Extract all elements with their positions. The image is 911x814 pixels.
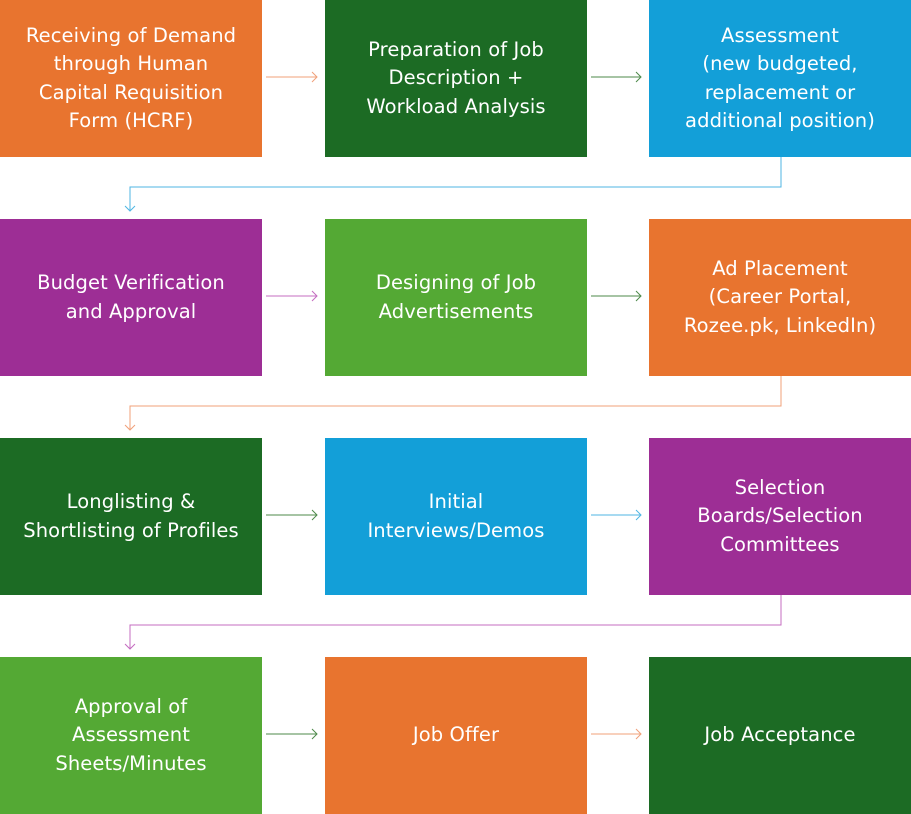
process-step-label: Ad Placement (Career Portal, Rozee.pk, L…	[683, 256, 877, 337]
process-step-6: Ad Placement (Career Portal, Rozee.pk, L…	[649, 219, 911, 376]
process-step-2: Preparation of Job Description + Workloa…	[325, 0, 587, 157]
process-step-label: Job Acceptance	[704, 723, 856, 747]
process-step-9: Selection Boards/Selection Committees	[649, 438, 911, 595]
flow-arrow-8	[591, 509, 642, 521]
process-step-label: Designing of Job Advertisements	[375, 271, 537, 323]
process-step-12: Job Acceptance	[649, 657, 911, 814]
flow-arrow-4	[266, 290, 318, 302]
flow-arrow-6	[124, 376, 782, 431]
process-step-label: Job Offer	[412, 723, 500, 747]
process-step-8: Initial Interviews/Demos	[325, 438, 587, 595]
process-step-label: Selection Boards/Selection Committees	[697, 475, 863, 556]
process-step-label: Initial Interviews/Demos	[367, 490, 545, 542]
flow-arrow-9	[124, 595, 782, 650]
flow-arrow-7	[266, 509, 318, 521]
process-step-3: Assessment (new budgeted, replacement or…	[649, 0, 911, 157]
flow-arrow-3	[124, 157, 782, 212]
process-step-label: Receiving of Demand through Human Capita…	[25, 23, 237, 133]
process-step-10: Approval of Assessment Sheets/Minutes	[0, 657, 262, 814]
process-step-label: Longlisting & Shortlisting of Profiles	[23, 490, 239, 542]
process-step-label: Approval of Assessment Sheets/Minutes	[55, 694, 207, 775]
flow-arrow-2	[591, 71, 642, 83]
process-step-5: Designing of Job Advertisements	[325, 219, 587, 376]
process-step-7: Longlisting & Shortlisting of Profiles	[0, 438, 262, 595]
process-step-4: Budget Verification and Approval	[0, 219, 262, 376]
flow-arrow-1	[266, 71, 318, 83]
process-step-1: Receiving of Demand through Human Capita…	[0, 0, 262, 157]
process-step-11: Job Offer	[325, 657, 587, 814]
flow-arrow-11	[591, 728, 642, 740]
process-step-label: Preparation of Job Description + Workloa…	[366, 37, 546, 118]
flow-arrow-5	[591, 290, 642, 302]
flow-arrow-10	[266, 728, 318, 740]
process-step-label: Assessment (new budgeted, replacement or…	[685, 23, 875, 133]
process-step-label: Budget Verification and Approval	[37, 271, 225, 323]
